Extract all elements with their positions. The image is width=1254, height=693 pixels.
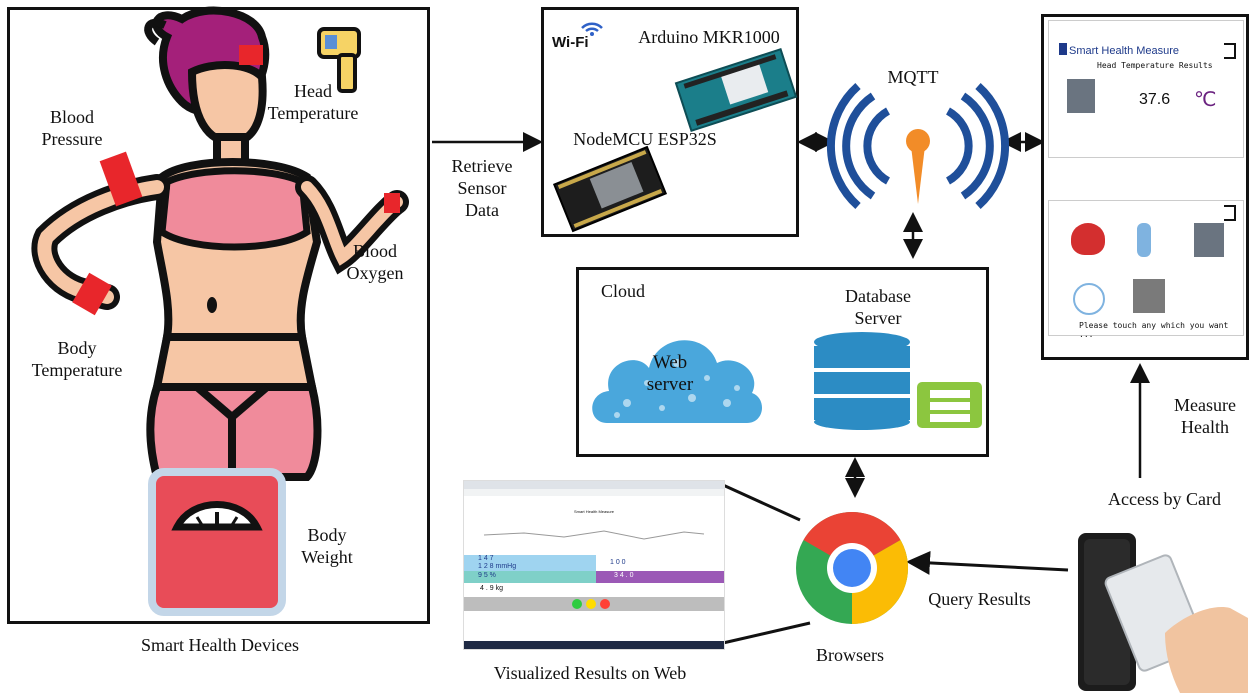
spo2-row (464, 571, 596, 583)
blood-oxygen-sensor (384, 193, 400, 213)
temperature-row (596, 571, 724, 583)
human-figure-illustration (31, 6, 409, 616)
web-temperature: 3 4 . 0 (614, 572, 634, 579)
thermometer-gun-icon (317, 27, 361, 93)
arrow-reader-to-browser (906, 550, 1069, 575)
arduino-board-image (674, 47, 798, 133)
arduino-label: Arduino MKR1000 (638, 27, 780, 47)
wifi-icon (581, 22, 603, 36)
web-heart-rate: 1 0 0 (610, 559, 626, 566)
wifi-logo: Wi-Fi (552, 34, 589, 51)
line-screenshot-browser-top (722, 483, 801, 522)
card-reader-image (1078, 533, 1248, 693)
browsers-label: Browsers (816, 645, 884, 665)
browser-address-bar (464, 489, 724, 496)
exit-icon[interactable] (1224, 43, 1236, 59)
head-temperature-option[interactable] (1194, 223, 1224, 257)
exit-icon[interactable] (1224, 205, 1236, 221)
taskbar (464, 641, 724, 649)
blood-pressure-cuff (99, 151, 143, 207)
nodemcu-label: NodeMCU ESP32S (573, 129, 717, 149)
temperature-reading: 37.6 (1139, 91, 1171, 108)
head-temperature-sensor (239, 45, 263, 65)
red-light (600, 599, 610, 609)
mqtt-label: MQTT (887, 67, 939, 87)
touch-prompt: Please touch any which you want ... (1079, 321, 1229, 339)
chrome-browser-icon (796, 512, 909, 624)
web-page-title: Smart Health Measure (574, 509, 615, 514)
oximeter-option[interactable] (1137, 223, 1151, 257)
patient-photo (1067, 79, 1095, 113)
web-server-cloud-icon (592, 340, 763, 423)
smart-health-devices-caption: Smart Health Devices (141, 635, 299, 655)
nodemcu-board-image (552, 145, 668, 233)
blood-pressure-option[interactable] (1071, 223, 1105, 255)
app-title: Smart Health Measure (1069, 45, 1180, 57)
screen-subtitle: Head Temperature Results (1097, 61, 1213, 70)
temperature-unit: ℃ (1194, 89, 1217, 111)
database-icon (814, 332, 982, 430)
menu-screen: Please touch any which you want ... (1048, 200, 1244, 339)
access-by-card-label: Access by Card (1108, 489, 1221, 509)
web-line-chart (483, 530, 705, 540)
query-results-label: Query Results (928, 589, 1031, 609)
browser-tab-bar (464, 481, 724, 489)
yellow-light (586, 599, 596, 609)
web-spo2: 9 5 % (478, 572, 496, 579)
web-bp-bottom: 1 2 8 mmHg (478, 563, 517, 570)
green-light (572, 599, 582, 609)
weight-scale (148, 468, 286, 616)
visualized-results-caption: Visualized Results on Web (493, 663, 687, 683)
web-bp-top: 1 4 7 (478, 555, 494, 562)
body-temperature-option[interactable] (1073, 283, 1105, 315)
web-results-screenshot: Smart Health Measure 1 4 7 1 2 8 mmHg 1 … (463, 480, 725, 650)
blood-pressure-row (464, 555, 596, 571)
logo-icon (1059, 43, 1067, 55)
cloud-title: Cloud (601, 281, 646, 301)
body-temperature-sensor (72, 272, 112, 316)
weight-scale-option[interactable] (1133, 279, 1165, 313)
line-screenshot-browser-bottom (722, 621, 811, 645)
web-weight: 4 . 9 kg (480, 585, 503, 592)
result-screen: Smart Health Measure Head Temperature Re… (1048, 20, 1244, 158)
mqtt-broadcast-icon (826, 83, 1010, 209)
